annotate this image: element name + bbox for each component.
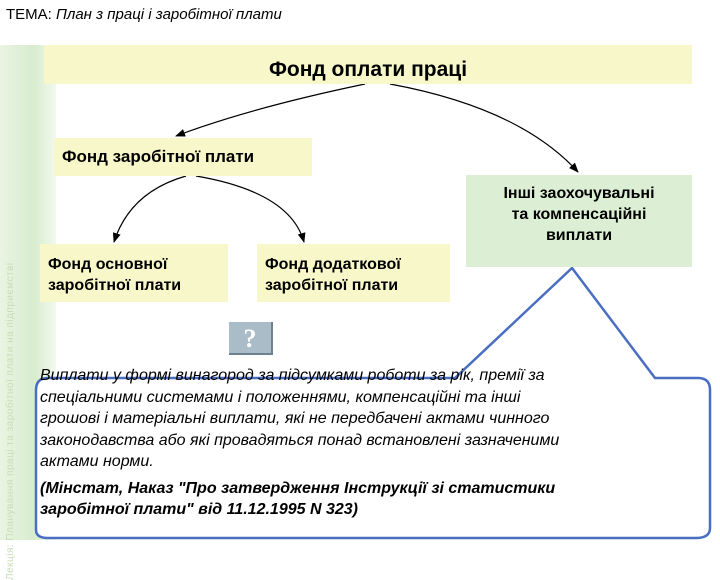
diagram-connectors [34,83,712,540]
callout-line: Виплати у формі винагород за підсумками … [40,367,545,384]
question-button[interactable]: ? [229,322,273,355]
fund-basic-box: Фонд основної заробітної плати [40,244,228,302]
callout-source-line: (Мінстат, Наказ "Про затвердження Інстру… [40,479,556,497]
fund-basic-line-2: заробітної плати [48,277,182,294]
fund-pay-label: Фонд оплати праці [268,58,468,81]
fund-extra-box: Фонд додаткової заробітної плати [257,244,450,302]
fund-extra-line-2: заробітної плати [265,277,399,294]
arrow-to-fund-basic [112,175,187,243]
arrow-to-other-pay [389,83,579,173]
other-pay-box: Інші заохочувальні та компенсаційні випл… [466,175,692,267]
callout-text: Виплати у формі винагород за підсумками … [40,365,700,521]
fund-wage-label: Фонд заробітної плати [62,147,255,166]
question-mark-icon: ? [243,324,257,353]
topic-text: План з праці і заробітної плати [56,6,282,23]
topic-label: ТЕМА: [6,6,52,23]
fund-extra-line-1: Фонд додаткової [265,256,401,273]
arrow-to-fund-wage [175,83,366,137]
page-title: ТЕМА: План з праці і заробітної плати [6,6,282,23]
fund-basic-line-1: Фонд основної [48,256,168,273]
callout-source-line: заробітної плати" від 11.12.1995 N 323) [40,501,358,518]
other-pay-line-2: та компенсаційні [511,206,647,223]
arrow-to-fund-extra [195,175,306,243]
fund-wage-box: Фонд заробітної плати [54,138,312,176]
callout-line: спеціальними системами і положеннями, ко… [40,388,521,406]
other-pay-line-3: виплати [545,227,613,244]
other-pay-line-1: Інші заохочувальні [503,185,655,202]
callout-shape [34,266,712,540]
fund-pay-box: Фонд оплати праці [44,45,692,84]
callout-line: грошові і матеріальні виплати, які не пе… [40,410,550,427]
callout-line: законодавства або які провадяться понад … [40,431,560,449]
callout-line: актами норми. [40,453,154,470]
